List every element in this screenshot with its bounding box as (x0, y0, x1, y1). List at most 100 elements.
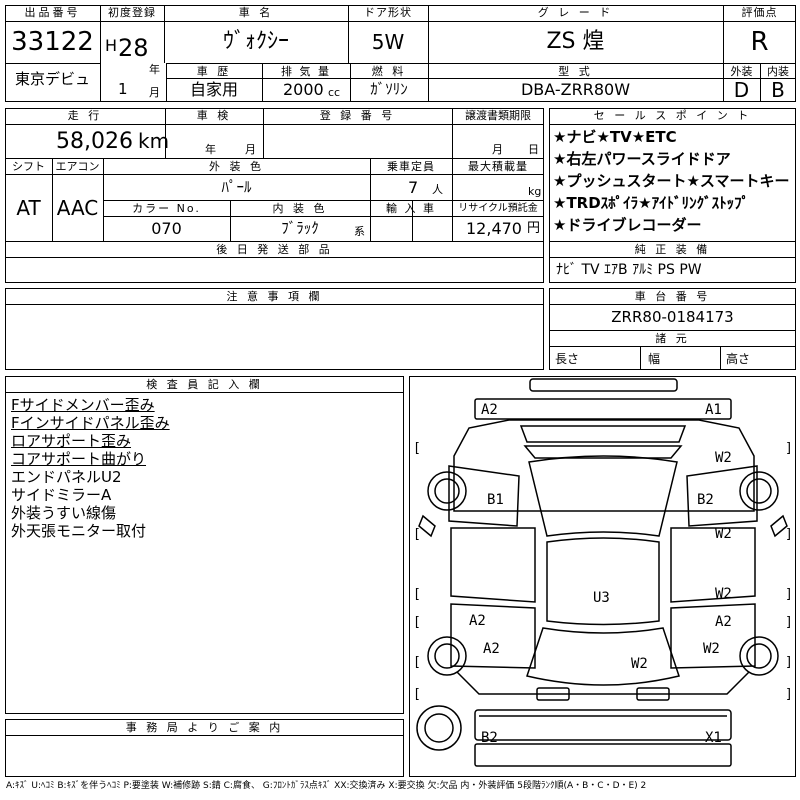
seating-label: 乗車定員 (387, 160, 435, 173)
door-type: 5W (371, 30, 405, 54)
chassis-label: 車 台 番 号 (634, 290, 711, 303)
details-block (5, 108, 544, 283)
caution-block (5, 288, 544, 370)
inspection-label: 車 検 (196, 109, 232, 122)
aircon-label: エアコン (55, 160, 100, 173)
inspector-note: 外天張モニター取付 (11, 522, 147, 540)
recycle-label: リサイクル預託金 (458, 203, 538, 214)
damage-mark: X1 (705, 730, 722, 746)
sales-point-item: ★ナビ★TV★ETC (553, 128, 677, 146)
reg-year: 28 (118, 34, 149, 62)
sales-point-item: ★ドライブレコーダー (553, 216, 702, 234)
damage-mark: W2 (703, 641, 720, 657)
car-name: ｳﾞｫｸｼｰ (222, 29, 289, 54)
lot-number-label: 出品番号 (24, 6, 81, 19)
mileage-unit: km (138, 129, 170, 153)
bracket: ] (785, 441, 793, 456)
damage-mark: W2 (715, 586, 732, 602)
caution-label: 注 意 事 項 欄 (226, 290, 323, 303)
sales-point-item: ★右左パワースライドドア (553, 150, 731, 168)
shift: AT (16, 196, 41, 220)
int-color-label: 内 装 色 (272, 202, 328, 215)
int-color: ﾌﾞﾗｯｸ (281, 219, 319, 237)
bracket: [ (413, 615, 421, 630)
car-name-label: 車 名 (238, 6, 274, 19)
recycle-unit: 円 (527, 221, 541, 236)
chassis-number: ZRR80-0184173 (611, 308, 734, 326)
bracket: [ (413, 527, 421, 542)
inspector-label: 検 査 員 記 入 欄 (146, 378, 263, 391)
office-label: 事 務 局 よ り ご 案 内 (125, 721, 284, 734)
model-label: 型 式 (558, 65, 593, 78)
bracket: [ (413, 587, 421, 602)
transfer-deadline-label: 譲渡書類期限 (465, 109, 531, 122)
legend-text: A:ｷｽﾞ U:ﾍｺﾐ B:ｷｽﾞを伴うﾍｺﾐ P:要塗装 W:補修跡 S:錆 … (6, 781, 647, 791)
shift-label: シフト (12, 160, 45, 173)
width-label: 幅 (648, 352, 661, 366)
seating: 7 (408, 178, 419, 197)
load-unit: kg (528, 185, 542, 198)
bracket: ] (785, 587, 793, 602)
lot-number: 33122 (11, 27, 94, 57)
damage-mark: W2 (715, 450, 732, 466)
inspector-block (5, 376, 404, 714)
ext-color-label: 外 装 色 (209, 160, 264, 173)
mileage: 58,026 (56, 129, 133, 154)
fuel: ｶﾞｿﾘﾝ (370, 80, 408, 98)
height-label: 高さ (726, 352, 751, 366)
inspector-notes: Fサイドメンバー歪み Fインサイドパネル歪み ロアサポート歪み コアサポート曲が… (11, 396, 170, 540)
damage-mark: W2 (631, 656, 648, 672)
import-label: 輸 入 車 (386, 202, 436, 215)
aircon: AAC (56, 196, 99, 220)
bracket: ] (785, 687, 793, 702)
damage-mark: A1 (705, 402, 722, 418)
debut-label: 東京デビュ (14, 70, 90, 88)
exterior-grade-label: 外装 (730, 65, 753, 78)
inspection-year-unit: 年 (205, 143, 216, 156)
year-unit: 年 (149, 63, 160, 76)
score-label: 評価点 (741, 6, 778, 19)
bracket: [ (413, 687, 421, 702)
displacement-unit: cc (328, 86, 341, 99)
inspector-note: 外装うすい線傷 (11, 504, 117, 522)
office-block (5, 719, 404, 777)
displacement: 2000 (283, 80, 324, 99)
inspector-note: ロアサポート歪み (11, 432, 132, 450)
fuel-label: 燃 料 (371, 65, 407, 78)
sales-point-item: ★プッシュスタート★スマートキー (553, 172, 790, 190)
first-reg-label: 初度登録 (108, 6, 156, 19)
inspector-note: Fインサイドパネル歪み (11, 414, 170, 432)
dims-label: 諸 元 (655, 332, 690, 345)
length-label: 長さ (555, 352, 580, 366)
load-label: 最大積載量 (468, 160, 528, 173)
car-diagram: A2 A1 W2 B1 B2 W2 U3 W2 A2 A2 A2 W2 W2 B… (413, 378, 793, 767)
header-block (5, 5, 796, 102)
exterior-grade: D (733, 78, 750, 102)
score: R (750, 27, 769, 57)
grade-label: グ レ ー ド (537, 6, 614, 19)
car-diagram-frame (409, 376, 796, 777)
model: DBA-ZRR80W (520, 80, 631, 99)
interior-grade: B (771, 78, 785, 102)
seating-unit: 人 (432, 183, 443, 196)
inspector-note: サイドミラーA (11, 486, 112, 504)
color-no: 070 (151, 219, 182, 238)
damage-mark: B1 (487, 492, 504, 508)
damage-mark: A2 (481, 402, 498, 418)
grade: ZS 煌 (546, 29, 605, 54)
bracket: [ (413, 655, 421, 670)
bracket: ] (785, 527, 793, 542)
interior-grade-label: 内装 (767, 65, 789, 78)
damage-mark: W2 (715, 526, 732, 542)
transfer-day-unit: 日 (528, 143, 539, 156)
displacement-label: 排 気 量 (281, 65, 331, 78)
sales-points-label: セ ー ル ス ポ イ ン ト (593, 109, 752, 122)
history-label: 車 歴 (196, 65, 232, 78)
equipment-label: 純 正 装 備 (634, 243, 711, 256)
int-color-unit: 系 (354, 225, 365, 238)
sales-point-item: ★TRDｽﾎﾟｲﾗ★ｱｲﾄﾞﾘﾝｸﾞｽﾄｯﾌﾟ (553, 194, 750, 212)
history: 自家用 (189, 80, 238, 99)
damage-mark: A2 (715, 614, 732, 630)
door-label: ドア形状 (364, 6, 412, 19)
bracket: ] (785, 655, 793, 670)
